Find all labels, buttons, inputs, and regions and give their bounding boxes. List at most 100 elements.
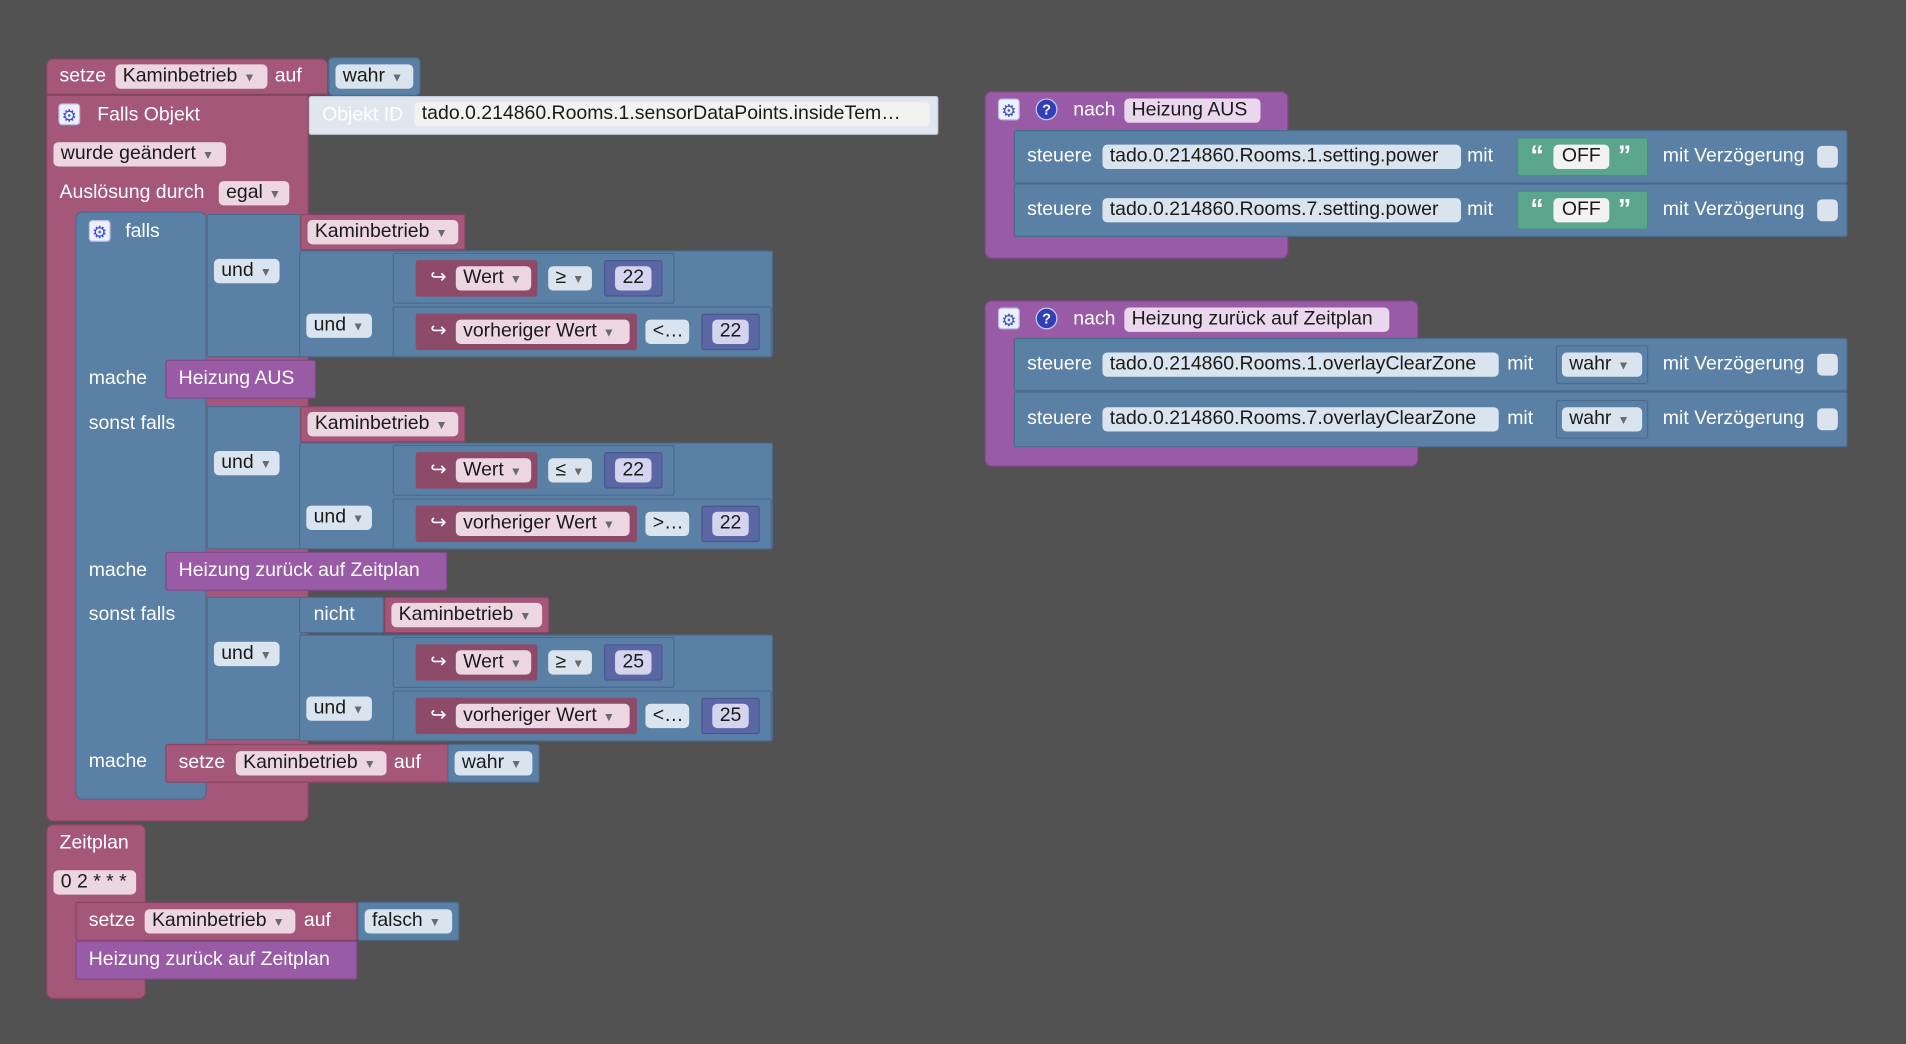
value-dropdown[interactable]: vorheriger Wert▼ xyxy=(455,319,630,344)
zeitplan-label: Zeitplan xyxy=(59,832,129,854)
mache-label: mache xyxy=(88,560,148,582)
mit-verzoegerung-label: mit Verzögerung xyxy=(1662,408,1805,430)
arrow-icon: ↪ xyxy=(430,459,447,481)
quote-close-icon: ” xyxy=(1617,139,1632,171)
number-field[interactable]: 22 xyxy=(712,319,749,344)
procedure-call-block[interactable] xyxy=(75,940,358,980)
number-field[interactable]: 22 xyxy=(712,511,749,537)
value-dropdown[interactable]: vorheriger Wert▼ xyxy=(455,703,630,729)
mit-label: mit xyxy=(1507,353,1534,375)
change-type-dropdown[interactable]: wurde geändert▼ xyxy=(53,142,227,167)
steuere-label: steuere xyxy=(1027,353,1092,375)
procedure-name: Heizung AUS xyxy=(178,368,295,389)
delay-checkbox[interactable] xyxy=(1817,353,1838,376)
variable-dropdown[interactable]: Kaminbetrieb▼ xyxy=(235,751,387,776)
setze-label: setze xyxy=(178,752,226,774)
variable-dropdown[interactable]: Kaminbetrieb▼ xyxy=(307,220,459,245)
trigger-dropdown[interactable]: egal▼ xyxy=(218,181,290,206)
gear-icon[interactable]: ⚙ xyxy=(88,220,111,242)
bool-dropdown[interactable]: falsch▼ xyxy=(364,909,453,934)
arrow-icon: ↪ xyxy=(430,320,447,342)
sonst-falls-label: sonst falls xyxy=(88,413,176,434)
arrow-icon: ↪ xyxy=(430,512,447,534)
and-dropdown[interactable]: und▼ xyxy=(306,696,372,721)
procedure-name-field[interactable]: Heizung zurück auf Zeitplan xyxy=(1124,307,1390,332)
procedure-name: Heizung zurück auf Zeitplan xyxy=(88,949,330,970)
number-field[interactable]: 22 xyxy=(615,458,652,483)
mit-verzoegerung-label: mit Verzögerung xyxy=(1662,353,1805,375)
operator-dropdown[interactable]: ≥▼ xyxy=(548,650,592,675)
text-field[interactable]: OFF xyxy=(1553,144,1610,169)
procedure-name-field[interactable]: Heizung AUS xyxy=(1124,98,1261,123)
operator-dropdown[interactable]: ≤▼ xyxy=(548,458,592,483)
procedure-name: Heizung zurück auf Zeitplan xyxy=(178,560,420,582)
nicht-label: nicht xyxy=(313,604,355,625)
value-dropdown[interactable]: Wert▼ xyxy=(455,458,532,483)
mit-label: mit xyxy=(1507,408,1534,430)
mit-label: mit xyxy=(1467,199,1494,221)
bool-dropdown[interactable]: wahr▼ xyxy=(1561,352,1643,377)
cron-field[interactable]: 0 2 * * * xyxy=(53,870,137,895)
and-dropdown[interactable]: und▼ xyxy=(306,313,372,338)
and-block[interactable] xyxy=(206,213,302,358)
auf-label: auf xyxy=(393,752,421,774)
and-dropdown[interactable]: und▼ xyxy=(213,258,280,284)
number-field[interactable]: 25 xyxy=(712,703,749,729)
variable-dropdown[interactable]: Kaminbetrieb▼ xyxy=(115,64,268,89)
variable-dropdown[interactable]: Kaminbetrieb▼ xyxy=(307,412,459,437)
and-dropdown[interactable]: und▼ xyxy=(213,641,280,667)
mit-verzoegerung-label: mit Verzögerung xyxy=(1662,199,1805,221)
help-icon[interactable]: ? xyxy=(1035,307,1058,330)
quote-open-icon: “ xyxy=(1530,139,1544,171)
delay-checkbox[interactable] xyxy=(1817,199,1838,222)
objekt-id-field[interactable]: tado.0.214860.Rooms.1.sensorDataPoints.i… xyxy=(414,102,930,127)
and-dropdown[interactable]: und▼ xyxy=(213,450,280,476)
not-block[interactable] xyxy=(299,596,385,634)
mit-verzoegerung-label: mit Verzögerung xyxy=(1662,145,1805,167)
operator-dropdown[interactable]: <▼ xyxy=(645,319,690,344)
operator-dropdown[interactable]: <▼ xyxy=(645,703,690,729)
state-id-field[interactable]: tado.0.214860.Rooms.1.overlayClearZone xyxy=(1102,352,1499,377)
value-dropdown[interactable]: vorheriger Wert▼ xyxy=(455,511,630,537)
mit-label: mit xyxy=(1467,145,1494,167)
operator-dropdown[interactable]: >▼ xyxy=(645,511,690,537)
nach-label: nach xyxy=(1073,308,1116,330)
sonst-falls-label: sonst falls xyxy=(88,604,176,625)
quote-open-icon: “ xyxy=(1530,193,1544,224)
state-id-field[interactable]: tado.0.214860.Rooms.7.overlayClearZone xyxy=(1102,407,1499,432)
value-dropdown[interactable]: Wert▼ xyxy=(455,650,532,675)
falls-objekt-label: Falls Objekt xyxy=(97,104,200,126)
bool-dropdown[interactable]: wahr▼ xyxy=(335,64,414,89)
delay-checkbox[interactable] xyxy=(1817,145,1838,168)
setze-label: setze xyxy=(88,910,136,932)
state-id-field[interactable]: tado.0.214860.Rooms.7.setting.power xyxy=(1102,198,1462,223)
bool-dropdown[interactable]: wahr▼ xyxy=(1561,407,1643,432)
variable-dropdown[interactable]: Kaminbetrieb▼ xyxy=(391,602,543,628)
text-field[interactable]: OFF xyxy=(1553,198,1610,223)
number-field[interactable]: 22 xyxy=(615,266,652,291)
gear-icon[interactable]: ⚙ xyxy=(997,307,1020,330)
auf-label: auf xyxy=(303,910,331,932)
ausloesung-label: Auslösung durch xyxy=(59,182,205,203)
value-dropdown[interactable]: Wert▼ xyxy=(455,266,532,291)
and-block[interactable] xyxy=(206,405,302,550)
help-icon[interactable]: ? xyxy=(1035,98,1058,121)
delay-checkbox[interactable] xyxy=(1817,408,1838,431)
procedure-call-block[interactable] xyxy=(165,551,448,591)
steuere-label: steuere xyxy=(1027,145,1092,167)
gear-icon[interactable]: ⚙ xyxy=(58,103,81,126)
variable-dropdown[interactable]: Kaminbetrieb▼ xyxy=(144,909,296,934)
and-dropdown[interactable]: und▼ xyxy=(306,505,372,530)
procedure-call-block[interactable] xyxy=(165,359,317,399)
gear-icon[interactable]: ⚙ xyxy=(997,98,1020,121)
operator-dropdown[interactable]: ≥▼ xyxy=(548,266,592,291)
bool-dropdown[interactable]: wahr▼ xyxy=(454,751,533,776)
number-field[interactable]: 25 xyxy=(615,650,652,675)
if-block[interactable] xyxy=(75,211,207,800)
and-block[interactable] xyxy=(206,596,302,741)
state-id-field[interactable]: tado.0.214860.Rooms.1.setting.power xyxy=(1102,144,1462,169)
auf-label: auf xyxy=(274,65,302,87)
nach-label: nach xyxy=(1073,99,1116,121)
arrow-icon: ↪ xyxy=(430,651,447,673)
